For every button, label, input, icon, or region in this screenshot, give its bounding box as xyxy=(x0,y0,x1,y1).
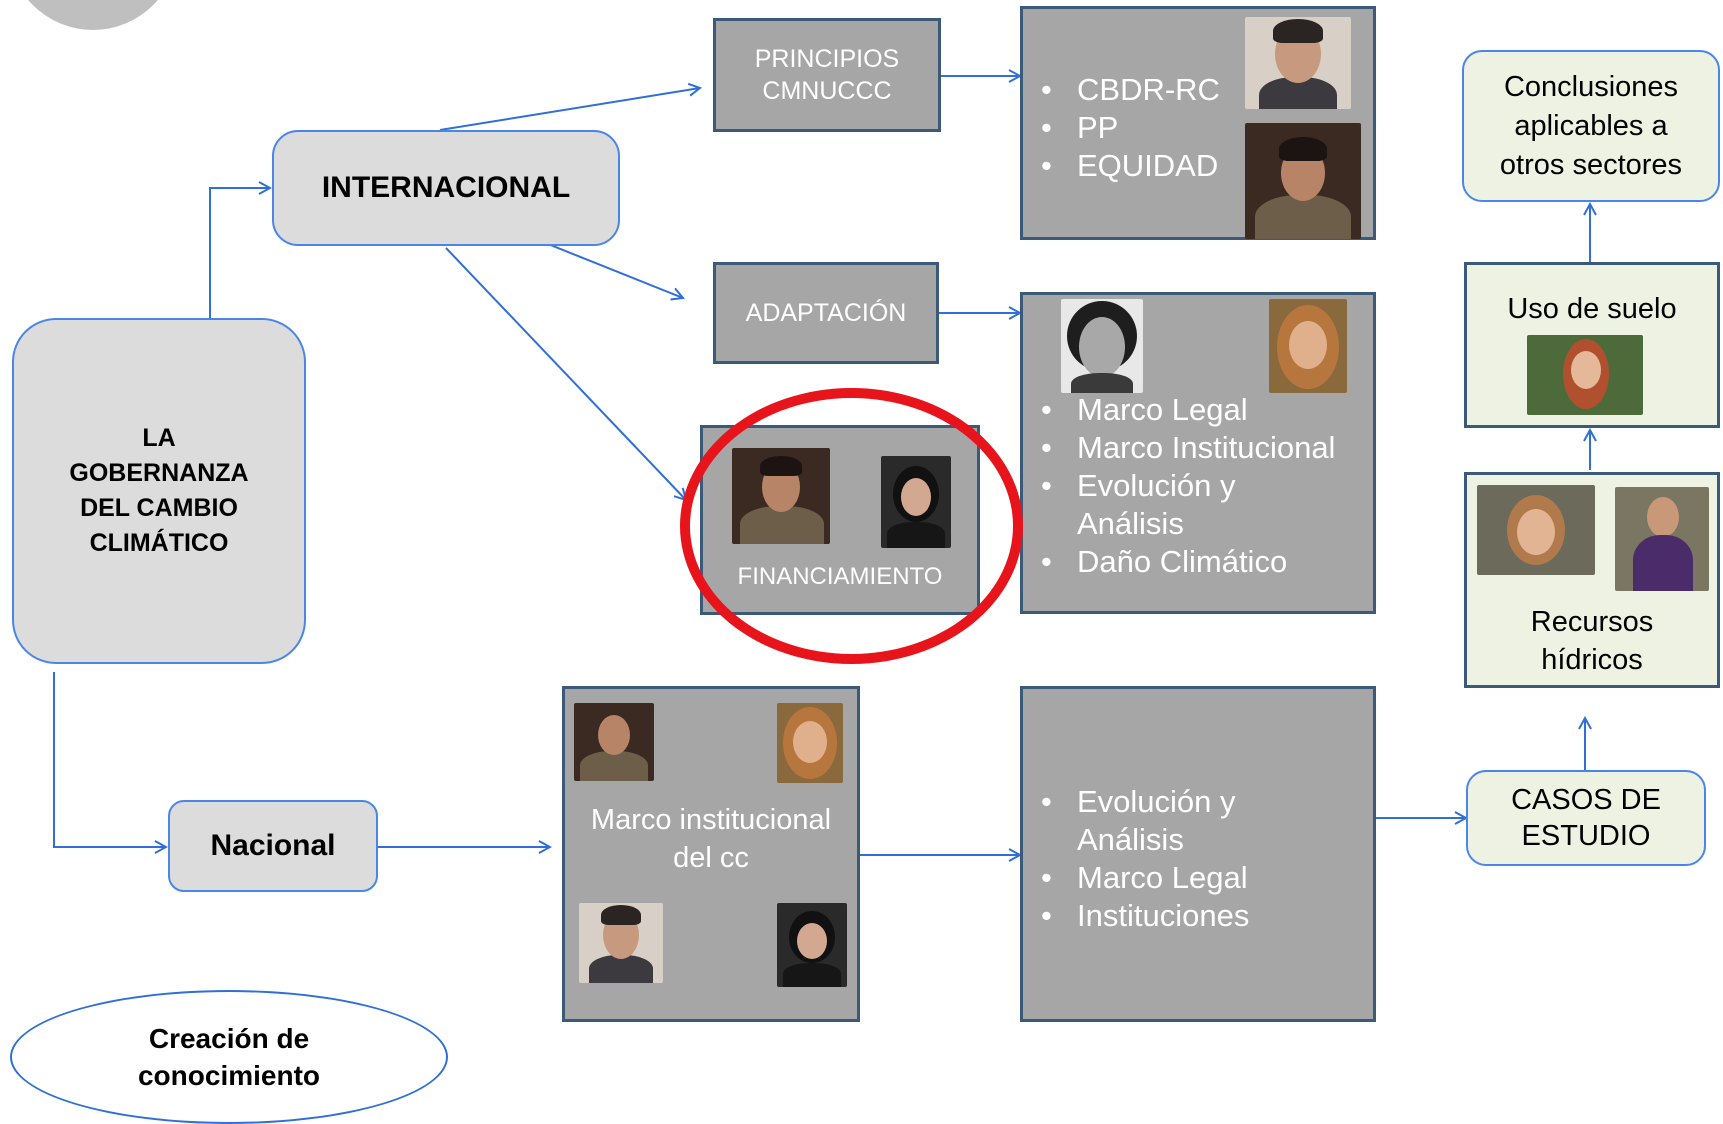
portrait-photo xyxy=(1527,335,1643,415)
portrait-photo xyxy=(579,903,663,983)
list-item: Daño Climático xyxy=(1023,543,1373,581)
list-item: Evolución y Análisis xyxy=(1023,783,1373,859)
principios-label: PRINCIPIOS CMNUCCC xyxy=(754,45,900,105)
conclusiones-node: Conclusiones aplicables a otros sectores xyxy=(1462,50,1720,202)
portrait-photo xyxy=(574,703,654,781)
principios-list: CBDR-RC PP EQUIDAD xyxy=(1023,71,1373,185)
portrait-photo xyxy=(1269,299,1347,393)
adaptacion-list: Marco Legal Marco Institucional Evolució… xyxy=(1023,391,1373,581)
creacion-label: Creación de conocimiento xyxy=(137,1023,320,1091)
casos-node: CASOS DE ESTUDIO xyxy=(1466,770,1706,866)
list-item: Marco Legal xyxy=(1023,859,1373,897)
uso-suelo-node: Uso de suelo xyxy=(1464,262,1720,428)
portrait-photo xyxy=(1061,299,1143,393)
arrow-int-principios xyxy=(439,88,700,131)
creacion-ellipse: Creación de conocimiento xyxy=(10,990,448,1124)
conclusiones-label: Conclusiones aplicables a otros sectores xyxy=(1499,70,1683,181)
root-label: LA GOBERNANZA DEL CAMBIO CLIMÁTICO xyxy=(69,424,249,557)
list-item: CBDR-RC xyxy=(1023,71,1373,109)
portrait-photo xyxy=(777,903,847,987)
list-item: PP xyxy=(1023,109,1373,147)
marco-institucional-node: Marco institucional del cc xyxy=(562,686,860,1022)
internacional-node: INTERNACIONAL xyxy=(272,130,620,246)
highlight-ellipse xyxy=(680,388,1023,664)
arrow-int-financiamiento xyxy=(445,247,686,500)
nacional-label: Nacional xyxy=(210,829,336,862)
adaptacion-items-box: Marco Legal Marco Institucional Evolució… xyxy=(1020,292,1376,614)
portrait-photo xyxy=(1245,17,1351,109)
internacional-label: INTERNACIONAL xyxy=(321,171,571,204)
arrow-root-nacional xyxy=(53,672,166,847)
recursos-node: Recursos hídricos xyxy=(1464,472,1720,688)
portrait-photo xyxy=(1245,123,1361,239)
arrow-int-adaptacion xyxy=(537,239,683,298)
nacional-list: Evolución y Análisis Marco Legal Institu… xyxy=(1023,783,1373,935)
portrait-photo xyxy=(1615,487,1709,591)
casos-label: CASOS DE ESTUDIO xyxy=(1511,784,1661,852)
list-item: EQUIDAD xyxy=(1023,147,1373,185)
list-item: Instituciones xyxy=(1023,897,1373,935)
adaptacion-node: ADAPTACIÓN xyxy=(713,262,939,364)
root-node: LA GOBERNANZA DEL CAMBIO CLIMÁTICO xyxy=(12,318,306,664)
list-item: Marco Legal xyxy=(1023,391,1373,429)
marco-institucional-label: Marco institucional del cc xyxy=(590,804,832,874)
principios-node: PRINCIPIOS CMNUCCC xyxy=(713,18,941,132)
recursos-label: Recursos hídricos xyxy=(1530,606,1654,676)
nacional-node: Nacional xyxy=(168,800,378,892)
list-item: Marco Institucional xyxy=(1023,429,1373,467)
portrait-photo xyxy=(777,703,843,783)
principios-items-box: CBDR-RC PP EQUIDAD xyxy=(1020,6,1376,240)
uso-suelo-label: Uso de suelo xyxy=(1507,293,1677,325)
arrow-root-internacional xyxy=(209,188,270,318)
nacional-items-box: Evolución y Análisis Marco Legal Institu… xyxy=(1020,686,1376,1022)
list-item: Evolución y Análisis xyxy=(1023,467,1373,543)
adaptacion-label: ADAPTACIÓN xyxy=(745,298,907,327)
portrait-photo xyxy=(1477,485,1595,575)
